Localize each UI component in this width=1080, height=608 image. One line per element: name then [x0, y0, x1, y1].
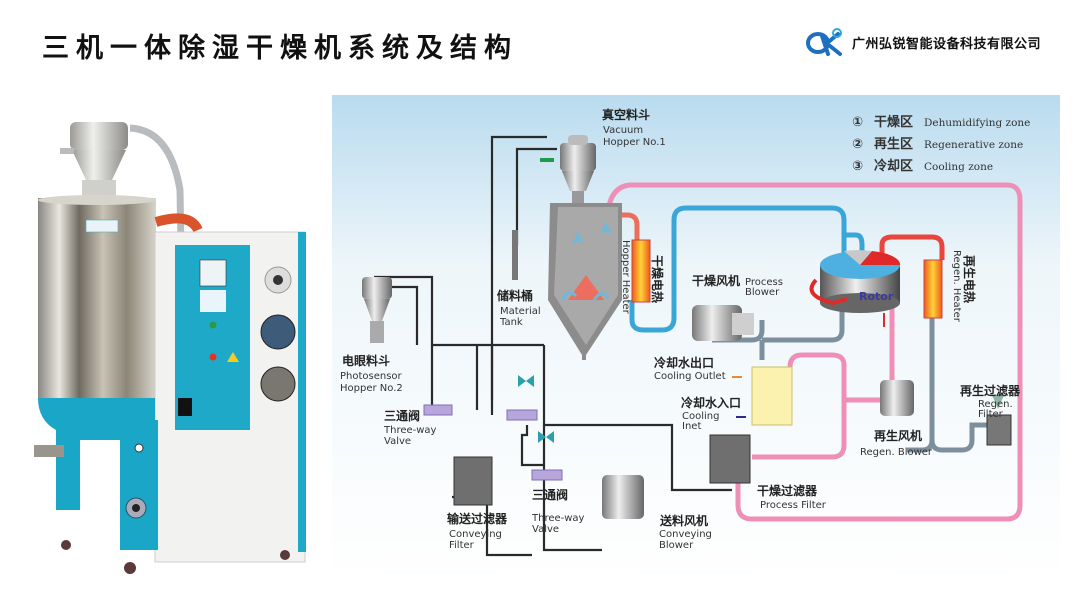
three-way-valve-mid [506, 409, 538, 421]
conveying-filter-label-zh: 输送过滤器 [447, 511, 508, 526]
power-switch [178, 398, 192, 416]
valve-1-label-zh: 三通阀 [384, 408, 420, 423]
regen-heater-label-zh: 再生电热 [962, 255, 977, 303]
vacuum-loader [70, 122, 128, 150]
shutoff-valve-icon [538, 431, 554, 443]
vacuum-hopper-label-en2: Hopper No.1 [603, 137, 666, 148]
company-logo: 广州弘锐智能设备科技有限公司 [806, 28, 1041, 56]
legend-num-2: ② [852, 137, 863, 152]
dry-air-loop [629, 205, 865, 333]
vacuum-hopper-label-en1: Vacuum [603, 125, 643, 136]
conveying-filter-label-en1: Conveying [449, 529, 502, 540]
conveying-blower-label-en1: Conveying [659, 529, 712, 540]
process-blower-label-en1: Process [745, 277, 783, 288]
legend-en-2: Regenerative zone [924, 139, 1023, 151]
regen-filter [986, 414, 1012, 446]
photosensor-hopper-label-en1: Photosensor [340, 371, 403, 382]
heater-hose [154, 213, 203, 233]
dryer-machine-photo [34, 122, 306, 574]
regen-filter-label-zh: 再生过滤器 [960, 383, 1021, 398]
airflow-arrow-icon [572, 231, 584, 245]
run-indicator [209, 321, 217, 329]
regen-heater-label-en: Regen. Heater [951, 250, 962, 323]
dry-heater-label: 干燥电热 [650, 255, 665, 303]
airflow-arrow-icon [600, 221, 612, 235]
legend-num-3: ③ [852, 159, 863, 174]
vacuum-hose [129, 124, 186, 311]
material-tank-label-en2: Tank [499, 317, 523, 328]
valve-2-label-en1: Three-way [531, 513, 585, 524]
legend-zh-1: 干燥区 [874, 114, 913, 130]
desiccant-rotor [809, 250, 901, 327]
material-tank-label-en1: Material [500, 306, 541, 317]
return-air-lines [712, 310, 987, 453]
legend-zh-3: 冷却区 [874, 158, 913, 174]
vacuum-hopper-label-zh: 真空料斗 [602, 107, 650, 122]
process-blower [692, 305, 754, 341]
valve-1-label-en1: Three-way [383, 425, 437, 436]
process-blower-label-en2: Blower [745, 287, 780, 298]
brand-label [85, 219, 119, 233]
conveying-blower-label-zh: 送料风机 [659, 513, 708, 528]
three-way-valve-1 [423, 404, 453, 416]
material-tank-label-zh: 储料桶 [497, 288, 533, 303]
regen-blower-label-zh: 再生风机 [874, 428, 922, 443]
valve-1-label-en2: Valve [384, 436, 411, 447]
hr-gear-logo-icon [806, 28, 842, 56]
filter-inlet-icon [992, 395, 1004, 409]
photosensor-hopper-label-en2: Hopper No.2 [340, 383, 403, 394]
regen-filter-label-en1: Regen. [978, 399, 1013, 410]
regen-heater [923, 259, 943, 319]
material-tank-pipe [512, 230, 518, 280]
process-filter [709, 434, 751, 484]
photosensor-hopper-label-zh: 电眼料斗 [342, 353, 390, 368]
legend-en-3: Cooling zone [924, 161, 993, 173]
cooling-outlet-label-en: Cooling Outlet [654, 371, 726, 382]
hot-air-lines [879, 234, 945, 265]
conveying-blower [602, 475, 644, 519]
stop-button [209, 353, 217, 361]
conveying-filter [453, 456, 493, 506]
cooling-coil [751, 366, 793, 426]
valve-2-label-en2: Valve [532, 524, 559, 535]
legend-num-1: ① [852, 115, 863, 130]
hopper-heater-line [564, 212, 640, 301]
photosensor-hopper-2 [362, 277, 392, 343]
shutoff-valve-icon [518, 375, 534, 387]
legend-zh-2: 再生区 [874, 136, 913, 152]
dry-heater [631, 239, 651, 303]
regen-blower [880, 380, 914, 416]
vacuum-hopper-1 [540, 135, 596, 203]
three-way-valve-2 [531, 469, 563, 481]
hopper-heater-label: Hopper Heater [620, 240, 631, 315]
process-blower-label-zh: 干燥风机 [692, 273, 740, 288]
page-title: 三机一体除湿干燥机系统及结构 [42, 33, 518, 64]
cooling-inlet-label-en2: Inet [682, 421, 701, 432]
svg-text:干燥电热: 干燥电热 [650, 255, 665, 303]
cooling-inlet-label-en1: Cooling [682, 411, 719, 422]
temperature-controller [199, 259, 227, 287]
drying-hopper-tank [548, 203, 622, 360]
system-flow-diagram: 真空料斗 Vacuum Hopper No.1 储料桶 Material Tan… [332, 95, 1060, 585]
company-name: 广州弘锐智能设备科技有限公司 [852, 36, 1042, 52]
zone-legend: ① 干燥区 Dehumidifying zone ② 再生区 Regenerat… [852, 114, 1030, 174]
legend-en-1: Dehumidifying zone [924, 117, 1030, 129]
process-filter-label-zh: 干燥过滤器 [757, 483, 818, 498]
rotor-label: Rotor [859, 290, 894, 303]
conveying-filter-label-en2: Filter [449, 540, 475, 551]
valve-2-label-zh: 三通阀 [532, 487, 568, 502]
regen-filter-label-en2: Filter [978, 409, 1004, 420]
regen-blower-label-en: Regen. Blower [860, 447, 933, 458]
conveying-blower-label-en2: Blower [659, 540, 694, 551]
cooling-outlet-label-zh: 冷却水出口 [654, 355, 714, 370]
process-filter-label-en: Process Filter [760, 500, 827, 511]
cooling-inlet-label-zh: 冷却水入口 [681, 395, 741, 410]
